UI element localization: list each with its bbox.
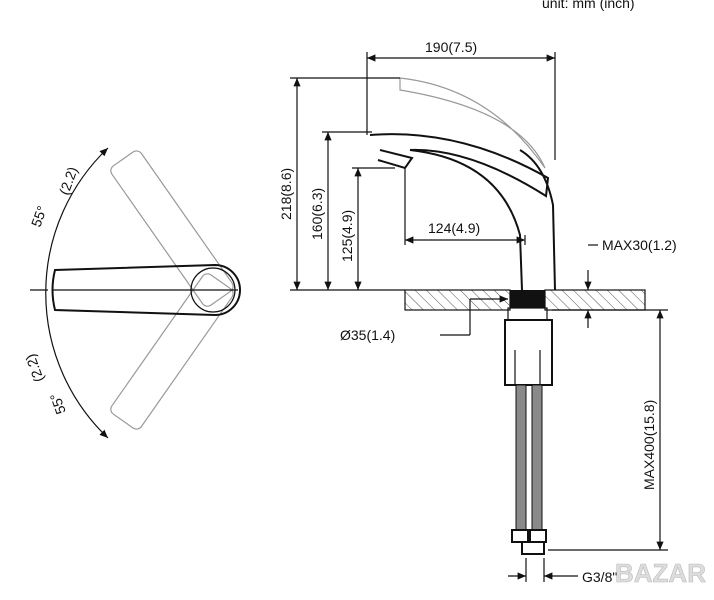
side-view: 55° (2.2) 55° (2.2) [22, 147, 241, 439]
dim-hose-length: MAX400(15.8) [641, 400, 657, 490]
dim-height-handle: 160(6.3) [309, 188, 325, 240]
angle-top-inch-label: (2.2) [56, 164, 81, 197]
handle-ghost-up [110, 273, 234, 430]
spout-outlet [377, 149, 414, 170]
dim-deck-thickness: MAX30(1.2) [602, 237, 677, 253]
dim-spout-reach: 124(4.9) [428, 220, 480, 236]
dim-height-total: 218(8.6) [278, 168, 294, 220]
handle-base [190, 267, 236, 313]
front-view: 190(7.5) 218(8.6) 160(6.3) 125(4.9) 124(… [278, 39, 677, 585]
angle-arc [45, 147, 109, 439]
angle-top-label: 55° [28, 204, 50, 229]
handle [51, 263, 241, 317]
handle-ghost-down [110, 150, 234, 307]
dim-width-total: 190(7.5) [425, 39, 477, 55]
handle-ghost-open [399, 77, 546, 169]
dim-hole-diameter: Ø35(1.4) [340, 327, 395, 343]
watermark: BAZAR [615, 558, 706, 588]
dim-height-spout: 125(4.9) [339, 210, 355, 262]
supply-hoses [511, 384, 547, 555]
countertop-right [544, 289, 646, 311]
angle-bottom-label: 55° [47, 391, 69, 416]
faucet-body [369, 133, 556, 291]
dim-thread: G3/8" [582, 569, 617, 585]
angle-bottom-inch-label: (2.2) [22, 352, 47, 385]
countertop-left [404, 289, 511, 311]
mounting-nut [504, 319, 553, 386]
unit-label: unit: mm (inch) [542, 0, 635, 11]
shank [510, 290, 545, 308]
